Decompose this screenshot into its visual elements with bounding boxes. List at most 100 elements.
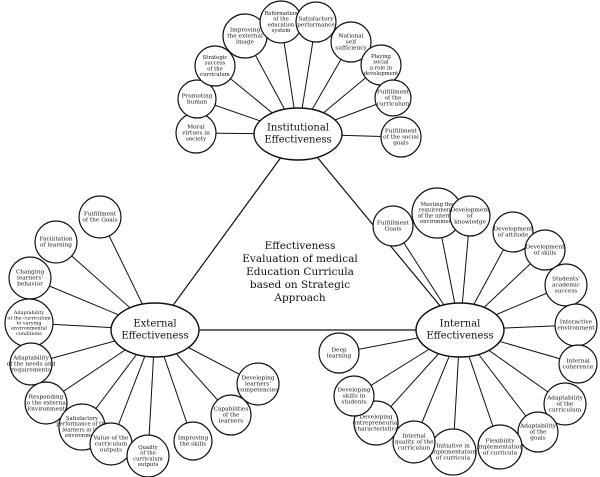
external-node-label-line: environmental	[11, 326, 47, 332]
internal-node-circle	[517, 411, 559, 453]
institutional-node-label-line: system	[272, 28, 291, 34]
institutional-node-label-line: of the	[273, 17, 289, 23]
institutional-node-label-line: Satisfactory	[298, 16, 334, 22]
internal-node-label-line: students	[341, 400, 366, 406]
internal-node-label-line: entrepreneurial	[353, 421, 400, 427]
internal-node-label-line: implementation	[430, 450, 476, 456]
internal-node-label-line: of the	[557, 402, 575, 408]
institutional-node-label-line: of the social	[383, 135, 419, 141]
internal-node-label-line: curriculum	[549, 408, 582, 414]
institutional-node-circle	[295, 1, 337, 43]
external-node-label-line: of the	[140, 451, 156, 457]
internal-node-label-line: Deep	[331, 347, 347, 353]
external-node-label-line: of the	[223, 413, 241, 419]
external-node-label-line: of the needs and	[7, 362, 56, 368]
center-title-line: Effectiveness	[265, 240, 336, 252]
internal-node-label-line: characteristics	[354, 427, 398, 433]
external-node-label-line: learners in the	[62, 427, 101, 433]
external-node-label-line: Environment	[27, 407, 66, 413]
internal-node-circle	[318, 332, 360, 374]
internal-node-label-line: quality of the	[394, 440, 434, 446]
external-node-circle	[236, 362, 280, 406]
internal-node-label-line: of curricula	[436, 456, 471, 462]
internal-node-label-line: Adaptability	[546, 395, 583, 401]
external-node-label-line: Capabilities	[214, 406, 249, 412]
institutional-node-label-line: Promoting	[182, 93, 213, 99]
institutional-node-circle	[177, 79, 217, 119]
external-node-label-line: Value of the	[93, 435, 130, 441]
internal-node-label-line: implementation	[477, 445, 523, 451]
internal-node-circle	[333, 375, 375, 417]
institutional-hub-label-line: Effectiveness	[264, 135, 331, 146]
external-hub-label-line: External	[133, 319, 176, 330]
internal-node-label-line: environment	[557, 326, 595, 332]
internal-node-label-line: coherence	[563, 365, 594, 371]
center-title-line: Approach	[273, 292, 326, 304]
external-node-circle	[173, 421, 213, 461]
institutional-hub-label-line: Institutional	[267, 123, 329, 134]
institutional-hub-ellipse	[253, 107, 343, 161]
external-node-label-line: learners	[219, 419, 243, 425]
institutional-node-circle	[374, 79, 412, 117]
external-node-circle	[78, 195, 122, 239]
center-title-line: based on Strategic	[250, 279, 350, 291]
external-node-label-line: learners'	[245, 382, 271, 388]
internal-node-label-line: Development	[526, 244, 565, 250]
institutional-node-label-line: Fulfillment	[385, 128, 418, 134]
internal-node-circle	[392, 420, 436, 464]
external-node-label-line: Fulfillment	[84, 211, 117, 217]
external-node-label-line: Adaptability	[13, 310, 44, 316]
internal-node-label-line: Students'	[552, 276, 580, 282]
institutional-node-label-line: Reformation	[264, 11, 298, 17]
external-node-label-line: Improving	[178, 435, 209, 441]
internal-node-label-line: skills in	[343, 394, 366, 400]
institutional-node-label-line: National	[338, 33, 363, 39]
external-node-label-line: to varying	[16, 321, 41, 327]
internal-node-label-line: of	[467, 214, 473, 220]
external-node-label-line: Quality	[138, 445, 157, 451]
institutional-node-label-line: self	[346, 40, 357, 46]
internal-node-label-line: of curricula	[483, 451, 518, 457]
institutional-node-label-line: Moral	[187, 124, 205, 130]
